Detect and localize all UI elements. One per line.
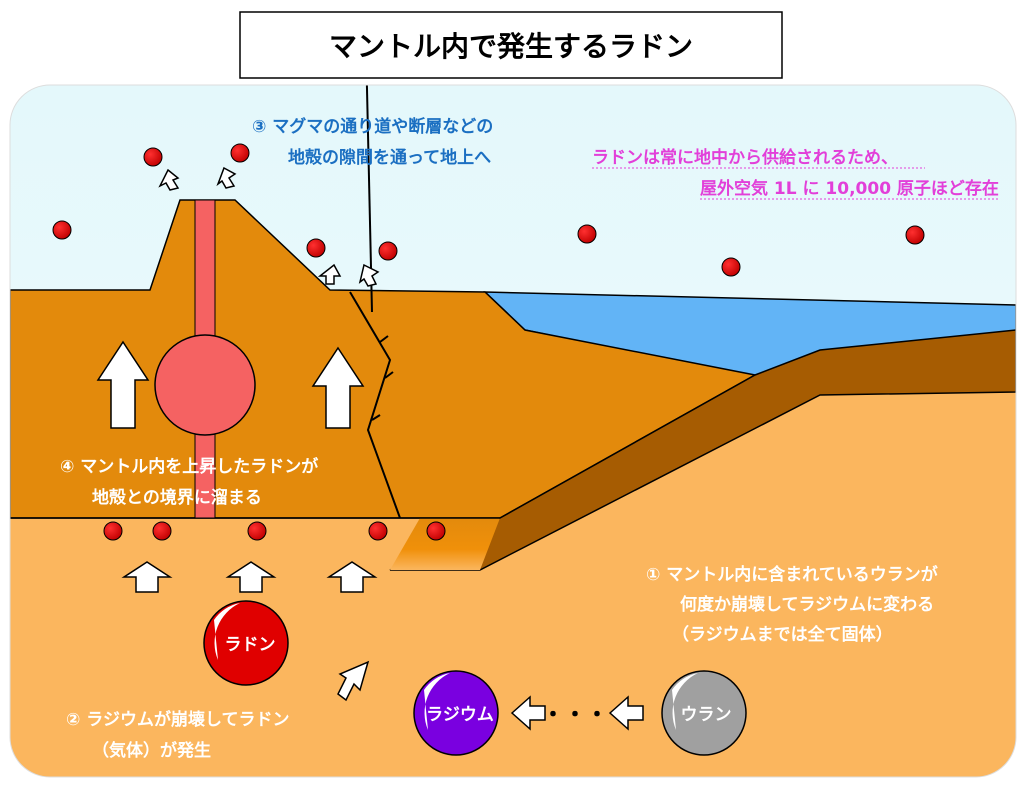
note-2-line1: ② ラジウムが崩壊してラドン [66,709,289,730]
up-arrow-icon [317,263,342,285]
note-2-line2: （気体）が発生 [92,740,211,761]
big-up-arrows [96,340,365,429]
title-box [239,11,783,79]
up-arrow-icon [216,166,237,189]
up-arrow-icon [158,168,180,191]
diagonal-arrow-icon [337,660,370,702]
scene [10,85,1016,777]
svg-text:ラジウム: ラジウム [426,705,494,725]
up-arrow-icon [225,561,277,593]
radon-particles [52,143,925,541]
left-arrow-icon [510,695,546,731]
slab-fade [390,518,500,570]
note-4-line2: 地殻との境界に溜まる [92,487,262,508]
decay-ellipsis: ・・・ [542,703,608,728]
pink-note-line2: 屋外空気 1L に 10,000 原子ほど存在 [700,178,999,199]
small-up-arrows [121,166,644,731]
radon-atom: ラドン [203,600,289,686]
fault-ticks [364,85,394,421]
svg-text:ウラン: ウラン [681,705,732,725]
svg-text:ラドン: ラドン [225,635,276,655]
fault-line [349,291,401,519]
note-3-line2: 地殻の隙間を通って地上へ [288,147,491,168]
note-1-line3: （ラジウムまでは全て固体） [672,624,893,645]
note-1-line1: ① マントル内に含まれているウランが [646,564,938,585]
pink-note-line1: ラドンは常に地中から供給されるため、 [592,147,898,168]
note-3-line1: ③ マグマの通り道や断層などの [252,116,493,137]
up-arrow-icon [96,340,150,429]
title: マントル内で発生するラドン [329,30,693,63]
left-arrow-icon [608,695,644,731]
up-arrow-icon [358,263,380,287]
radium-atom: ラジウム [413,670,499,756]
note-4-line1: ④ マントル内を上昇したラドンが [60,456,318,477]
up-arrow-icon [121,561,173,593]
up-arrow-icon [326,561,378,593]
up-arrow-icon [311,346,365,429]
note-1-line2: 何度か崩壊してラジウムに変わる [680,594,934,615]
uranium-atom: ウラン [661,670,747,756]
mantle-right [480,392,1016,570]
